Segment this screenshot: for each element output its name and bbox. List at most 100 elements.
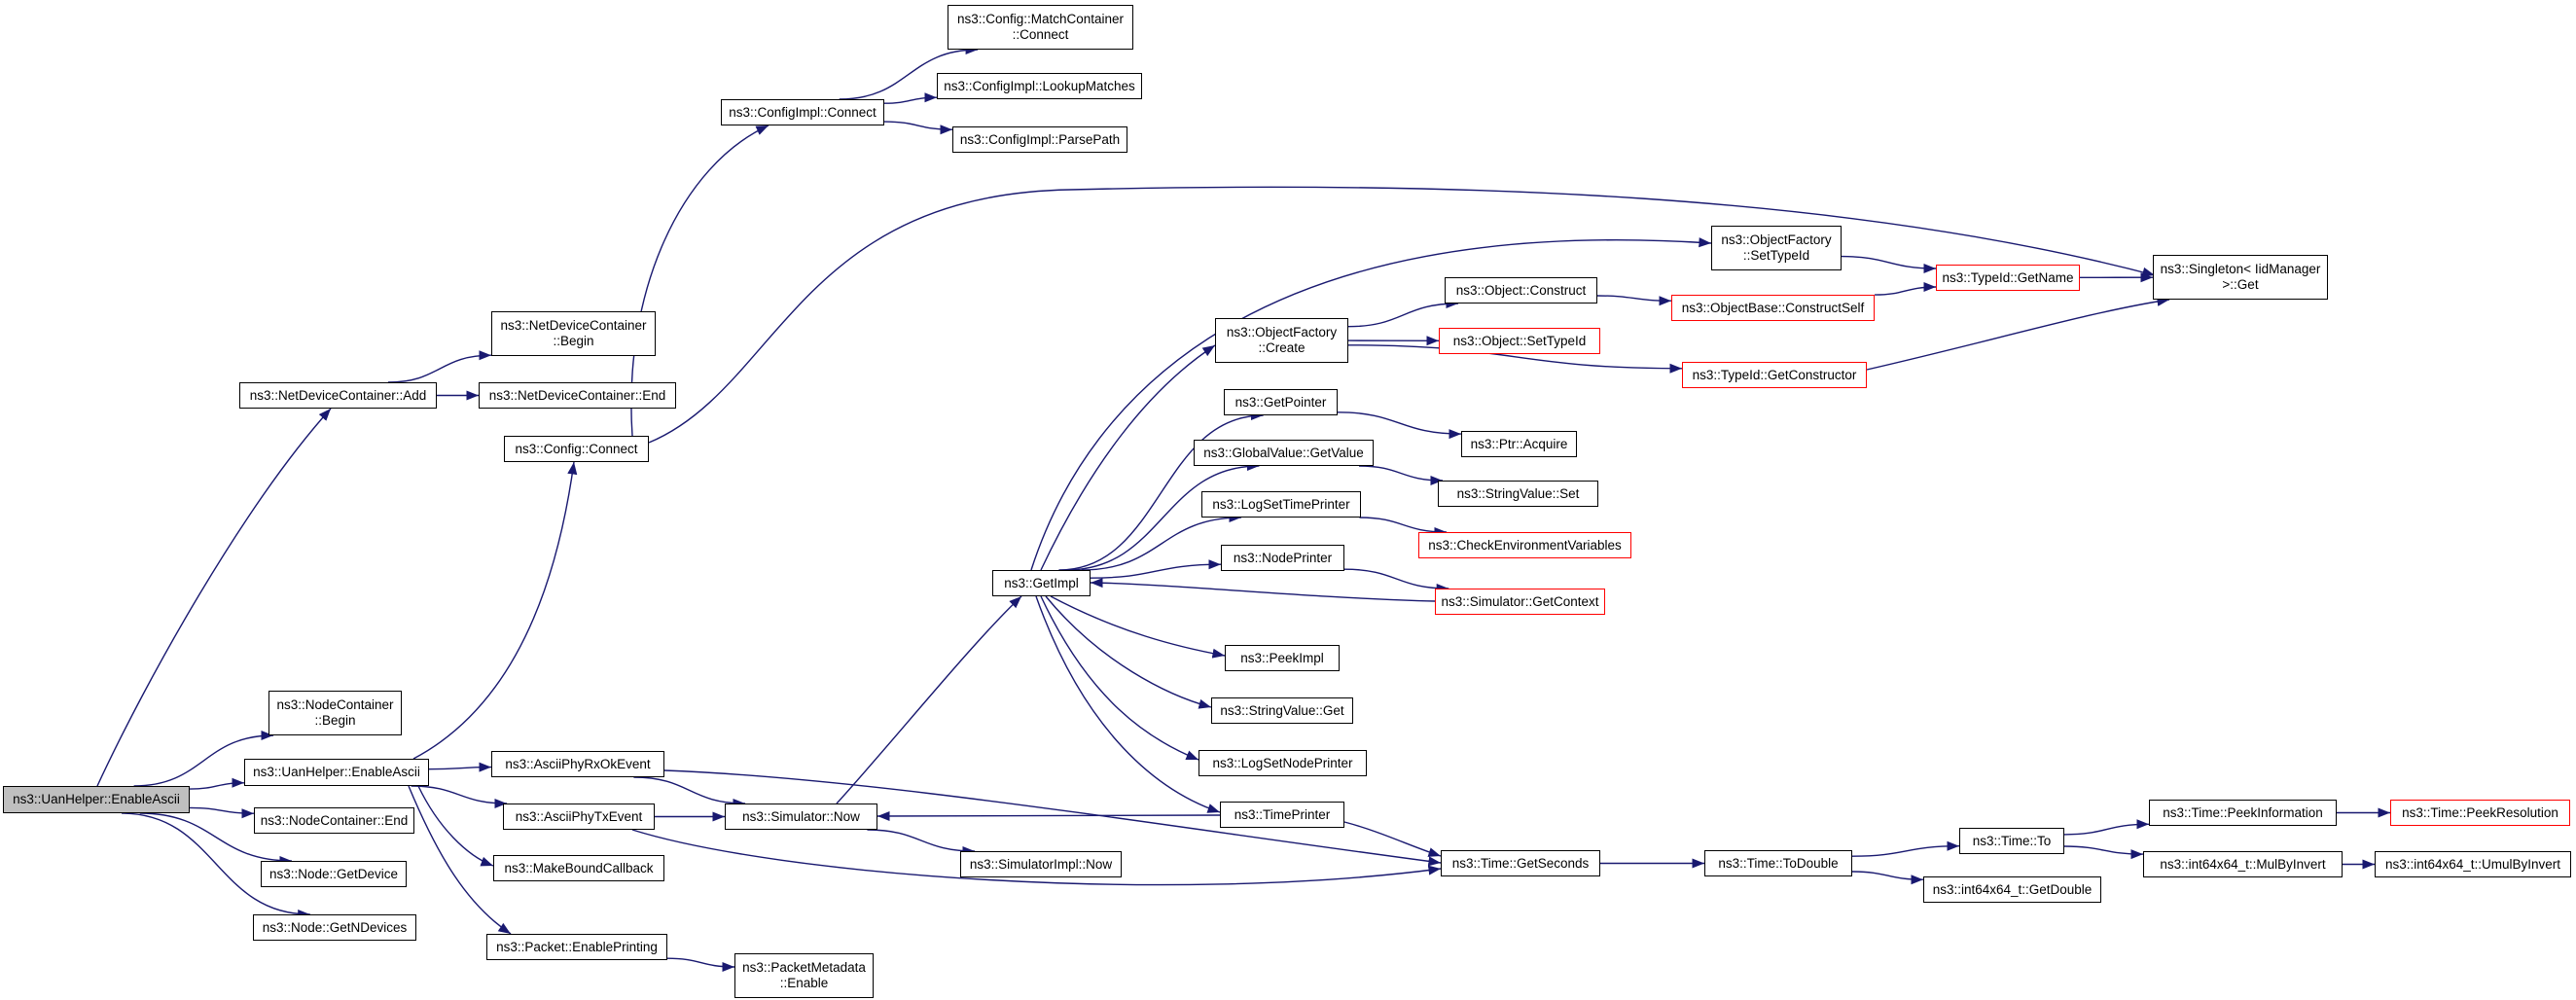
graph-node-typeid-getname[interactable]: ns3::TypeId::GetName (1936, 265, 2080, 291)
graph-node-label: ns3::Time::PeekResolution (2402, 804, 2558, 820)
call-edge-time-to-to-int64x64-mulbyinvert (2063, 845, 2144, 860)
graph-node-label: ns3::int64x64_t::GetDouble (1932, 881, 2093, 897)
graph-node-label: ns3::StringValue::Get (1220, 702, 1344, 718)
graph-node-label: >::Get (2222, 277, 2259, 292)
graph-node-node-getndevices[interactable]: ns3::Node::GetNDevices (253, 914, 416, 941)
graph-node-ptr-acquire[interactable]: ns3::Ptr::Acquire (1461, 431, 1577, 457)
graph-node-globalvalue-getvalue[interactable]: ns3::GlobalValue::GetValue (1194, 440, 1374, 466)
graph-node-label: ::Begin (314, 713, 356, 728)
graph-node-int64x64-getdouble[interactable]: ns3::int64x64_t::GetDouble (1923, 876, 2101, 903)
graph-node-label: ns3::GetPointer (1234, 394, 1327, 410)
graph-node-checkenvironmentvariables[interactable]: ns3::CheckEnvironmentVariables (1418, 532, 1631, 558)
graph-node-label: ns3::Time::ToDouble (1718, 855, 1839, 871)
call-edge-object-construct-to-objectbase-constructself (1596, 295, 1672, 306)
graph-node-nodeprinter[interactable]: ns3::NodePrinter (1221, 545, 1344, 571)
graph-node-stringvalue-get[interactable]: ns3::StringValue::Get (1211, 697, 1353, 724)
call-edge-getimpl-to-objectfactory-settypeid (1030, 237, 1712, 571)
graph-node-getimpl[interactable]: ns3::GetImpl (992, 570, 1091, 596)
call-edge-time-to-to-time-peekinformation (2063, 819, 2150, 836)
call-edge-configimpl-connect-to-configimpl-parsepath (883, 121, 953, 135)
call-edge-uanhelper-enableascii-to-config-connect (412, 461, 578, 760)
graph-node-objectbase-constructself[interactable]: ns3::ObjectBase::ConstructSelf (1671, 295, 1875, 321)
graph-node-label: ns3::Time::PeekInformation (2163, 804, 2323, 820)
graph-node-nodecontainer-begin[interactable]: ns3::NodeContainer::Begin (268, 691, 402, 735)
graph-node-netdevicecontainer-end[interactable]: ns3::NetDeviceContainer::End (479, 382, 676, 409)
graph-node-time-peekinformation[interactable]: ns3::Time::PeekInformation (2149, 800, 2337, 826)
graph-node-int64x64-mulbyinvert[interactable]: ns3::int64x64_t::MulByInvert (2143, 851, 2343, 877)
graph-node-configimpl-parsepath[interactable]: ns3::ConfigImpl::ParsePath (952, 126, 1127, 153)
graph-node-label: ns3::Simulator::GetContext (1441, 593, 1599, 609)
graph-node-netdevicecontainer-add[interactable]: ns3::NetDeviceContainer::Add (239, 382, 437, 409)
graph-node-node-getdevice[interactable]: ns3::Node::GetDevice (261, 861, 407, 887)
graph-node-label: ns3::Time::GetSeconds (1451, 855, 1590, 871)
graph-node-singleton-get[interactable]: ns3::Singleton< IidManager >::Get (2153, 255, 2328, 300)
graph-node-time-to[interactable]: ns3::Time::To (1959, 828, 2064, 854)
graph-node-label: ns3::UanHelper::EnableAscii (13, 792, 180, 806)
graph-node-label: ns3::UanHelper::EnableAscii (253, 765, 420, 779)
graph-node-object-settypeid[interactable]: ns3::Object::SetTypeId (1439, 328, 1600, 354)
graph-node-packet-enableprinting[interactable]: ns3::Packet::EnablePrinting (486, 934, 667, 960)
graph-node-int64x64-umulbyinvert[interactable]: ns3::int64x64_t::UmulByInvert (2375, 851, 2571, 877)
graph-node-label: ns3::ObjectFactory (1226, 325, 1338, 339)
graph-node-simulator-getcontext[interactable]: ns3::Simulator::GetContext (1435, 589, 1605, 615)
call-edge-simulator-now-to-simulatorimpl-now (867, 829, 976, 857)
graph-node-label: ns3::TimePrinter (1234, 806, 1331, 822)
graph-node-netdevicecontainer-begin[interactable]: ns3::NetDeviceContainer::Begin (491, 311, 656, 356)
graph-node-objectfactory-settypeid[interactable]: ns3::ObjectFactory::SetTypeId (1711, 226, 1842, 270)
call-edge-asciiphyrxokevent-to-simulator-now (633, 776, 746, 809)
graph-node-asciiphytxevent[interactable]: ns3::AsciiPhyTxEvent (503, 804, 655, 830)
graph-node-packetmetadata-enable[interactable]: ns3::PacketMetadata::Enable (734, 953, 874, 998)
graph-node-typeid-getconstructor[interactable]: ns3::TypeId::GetConstructor (1682, 362, 1867, 388)
graph-node-makeboundcallback[interactable]: ns3::MakeBoundCallback (493, 855, 664, 881)
graph-node-logsettimeprinter[interactable]: ns3::LogSetTimePrinter (1201, 491, 1361, 518)
call-edge-root-to-nodecontainer-end (189, 806, 255, 819)
graph-node-label: ns3::TypeId::GetName (1942, 269, 2074, 285)
graph-node-simulatorimpl-now[interactable]: ns3::SimulatorImpl::Now (960, 851, 1122, 877)
graph-node-uanhelper-enableascii[interactable]: ns3::UanHelper::EnableAscii (244, 759, 429, 786)
graph-node-simulator-now[interactable]: ns3::Simulator::Now (725, 804, 877, 830)
graph-node-label: ns3::ObjectBase::ConstructSelf (1681, 300, 1865, 315)
call-edge-typeid-getconstructor-to-singleton-get (1866, 296, 2170, 371)
graph-node-timeprinter[interactable]: ns3::TimePrinter (1220, 802, 1344, 828)
call-edge-root-to-uanhelper-enableascii (189, 777, 245, 790)
graph-node-asciiphyrxokevent[interactable]: ns3::AsciiPhyRxOkEvent (491, 751, 664, 777)
graph-node-label: ::Create (1258, 340, 1306, 355)
call-edge-getimpl-to-timeprinter (1035, 595, 1221, 813)
graph-node-stringvalue-set[interactable]: ns3::StringValue::Set (1438, 481, 1598, 507)
graph-node-label: ns3::ObjectFactory (1721, 232, 1832, 247)
call-edge-config-connect-to-configimpl-connect (630, 125, 769, 437)
call-edge-configimpl-connect-to-configimpl-lookupmatches (883, 92, 938, 104)
graph-node-label: ns3::NetDeviceContainer::End (488, 387, 666, 403)
graph-node-config-connect[interactable]: ns3::Config::Connect (504, 436, 649, 462)
graph-node-label: ns3::NetDeviceContainer (500, 318, 647, 333)
call-edge-getimpl-to-logsettimeprinter (1081, 512, 1241, 571)
graph-node-getpointer[interactable]: ns3::GetPointer (1224, 389, 1338, 415)
call-edge-root-to-node-getdevice (139, 812, 292, 867)
graph-node-label: ns3::SimulatorImpl::Now (969, 856, 1113, 872)
call-edge-nodeprinter-to-simulator-getcontext (1343, 568, 1449, 594)
graph-node-nodecontainer-end[interactable]: ns3::NodeContainer::End (254, 807, 414, 834)
graph-node-configimpl-lookupmatches[interactable]: ns3::ConfigImpl::LookupMatches (937, 73, 1142, 99)
graph-node-time-todouble[interactable]: ns3::Time::ToDouble (1704, 850, 1852, 876)
call-edge-getpointer-to-ptr-acquire (1337, 411, 1462, 440)
graph-node-time-peekresolution[interactable]: ns3::Time::PeekResolution (2390, 800, 2570, 826)
graph-node-object-construct[interactable]: ns3::Object::Construct (1445, 277, 1597, 304)
graph-node-label: ns3::AsciiPhyRxOkEvent (505, 756, 651, 771)
graph-node-label: ns3::LogSetNodePrinter (1212, 755, 1353, 770)
graph-node-objectfactory-create[interactable]: ns3::ObjectFactory::Create (1215, 318, 1348, 363)
call-edge-objectfactory-settypeid-to-typeid-getname (1841, 255, 1937, 274)
graph-node-time-getseconds[interactable]: ns3::Time::GetSeconds (1441, 850, 1600, 876)
graph-node-label: ns3::GetImpl (1004, 575, 1079, 590)
call-edge-asciiphyrxokevent-to-time-getseconds (663, 769, 1442, 867)
graph-node-label: ns3::PeekImpl (1240, 650, 1324, 665)
graph-node-configimpl-connect[interactable]: ns3::ConfigImpl::Connect (721, 99, 884, 125)
graph-node-label: ns3::ConfigImpl::Connect (729, 104, 877, 120)
call-edge-getimpl-to-nodeprinter (1090, 559, 1222, 579)
graph-node-label: ns3::StringValue::Set (1456, 485, 1580, 501)
graph-node-config-matchcontainer-connect[interactable]: ns3::Config::MatchContainer::Connect (948, 5, 1133, 50)
graph-node-peekimpl[interactable]: ns3::PeekImpl (1225, 645, 1340, 671)
graph-node-logsetnodeprinter[interactable]: ns3::LogSetNodePrinter (1199, 750, 1367, 776)
graph-node-label: ns3::Time::To (1972, 833, 2052, 848)
graph-node-label: ns3::Simulator::Now (742, 808, 860, 824)
